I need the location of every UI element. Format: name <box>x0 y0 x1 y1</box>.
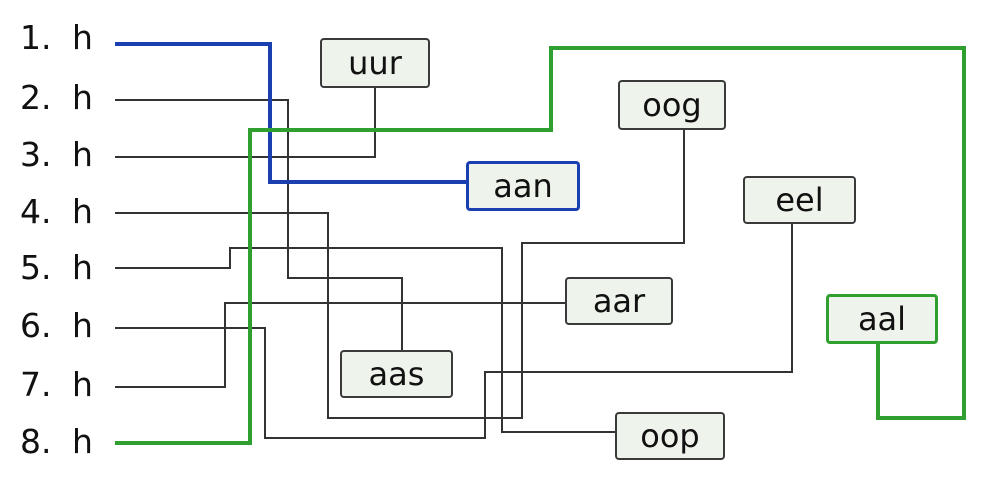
word-box-aar[interactable]: aar <box>565 277 673 325</box>
word-label: oop <box>640 417 700 455</box>
word-box-uur[interactable]: uur <box>320 38 430 88</box>
row-label-1: 1. h <box>20 18 110 58</box>
row-prefix: h <box>72 365 93 404</box>
word-box-aas[interactable]: aas <box>340 350 453 398</box>
line-row-2 <box>115 99 403 350</box>
row-prefix: h <box>72 248 93 287</box>
row-prefix: h <box>72 135 93 174</box>
row-prefix: h <box>72 306 93 345</box>
row-prefix: h <box>72 78 93 117</box>
word-label: oog <box>642 86 702 124</box>
word-label: aal <box>857 300 907 338</box>
row-number: 5. <box>20 248 52 287</box>
line-row-5 <box>115 247 615 433</box>
row-number: 8. <box>20 422 52 461</box>
row-prefix: h <box>72 18 93 57</box>
row-number: 3. <box>20 135 52 174</box>
line-row-8-answer <box>115 46 966 445</box>
word-box-eel[interactable]: eel <box>743 176 856 224</box>
row-prefix: h <box>72 192 93 231</box>
row-prefix: h <box>72 422 93 461</box>
word-box-oog[interactable]: oog <box>618 80 726 130</box>
word-box-aan[interactable]: aan <box>466 161 580 211</box>
word-label: eel <box>775 181 824 219</box>
line-row-7 <box>115 302 565 388</box>
word-label: aar <box>592 282 646 320</box>
line-row-6 <box>115 222 793 439</box>
row-number: 7. <box>20 365 52 404</box>
line-row-3 <box>115 88 376 158</box>
word-label: uur <box>348 44 402 82</box>
row-label-3: 3. h <box>20 135 110 175</box>
row-number: 4. <box>20 192 52 231</box>
row-label-7: 7. h <box>20 365 110 405</box>
line-row-1-answer <box>115 42 466 184</box>
word-box-oop[interactable]: oop <box>615 412 725 460</box>
row-label-8: 8. h <box>20 422 110 462</box>
row-number: 1. <box>20 18 52 57</box>
row-number: 6. <box>20 306 52 345</box>
word-box-aal[interactable]: aal <box>826 294 938 344</box>
row-label-4: 4. h <box>20 192 110 232</box>
row-number: 2. <box>20 78 52 117</box>
row-label-2: 2. h <box>20 78 110 118</box>
row-label-6: 6. h <box>20 306 110 346</box>
row-label-5: 5. h <box>20 248 110 288</box>
line-row-4 <box>115 130 685 419</box>
word-label: aan <box>493 167 553 205</box>
word-label: aas <box>368 355 425 393</box>
